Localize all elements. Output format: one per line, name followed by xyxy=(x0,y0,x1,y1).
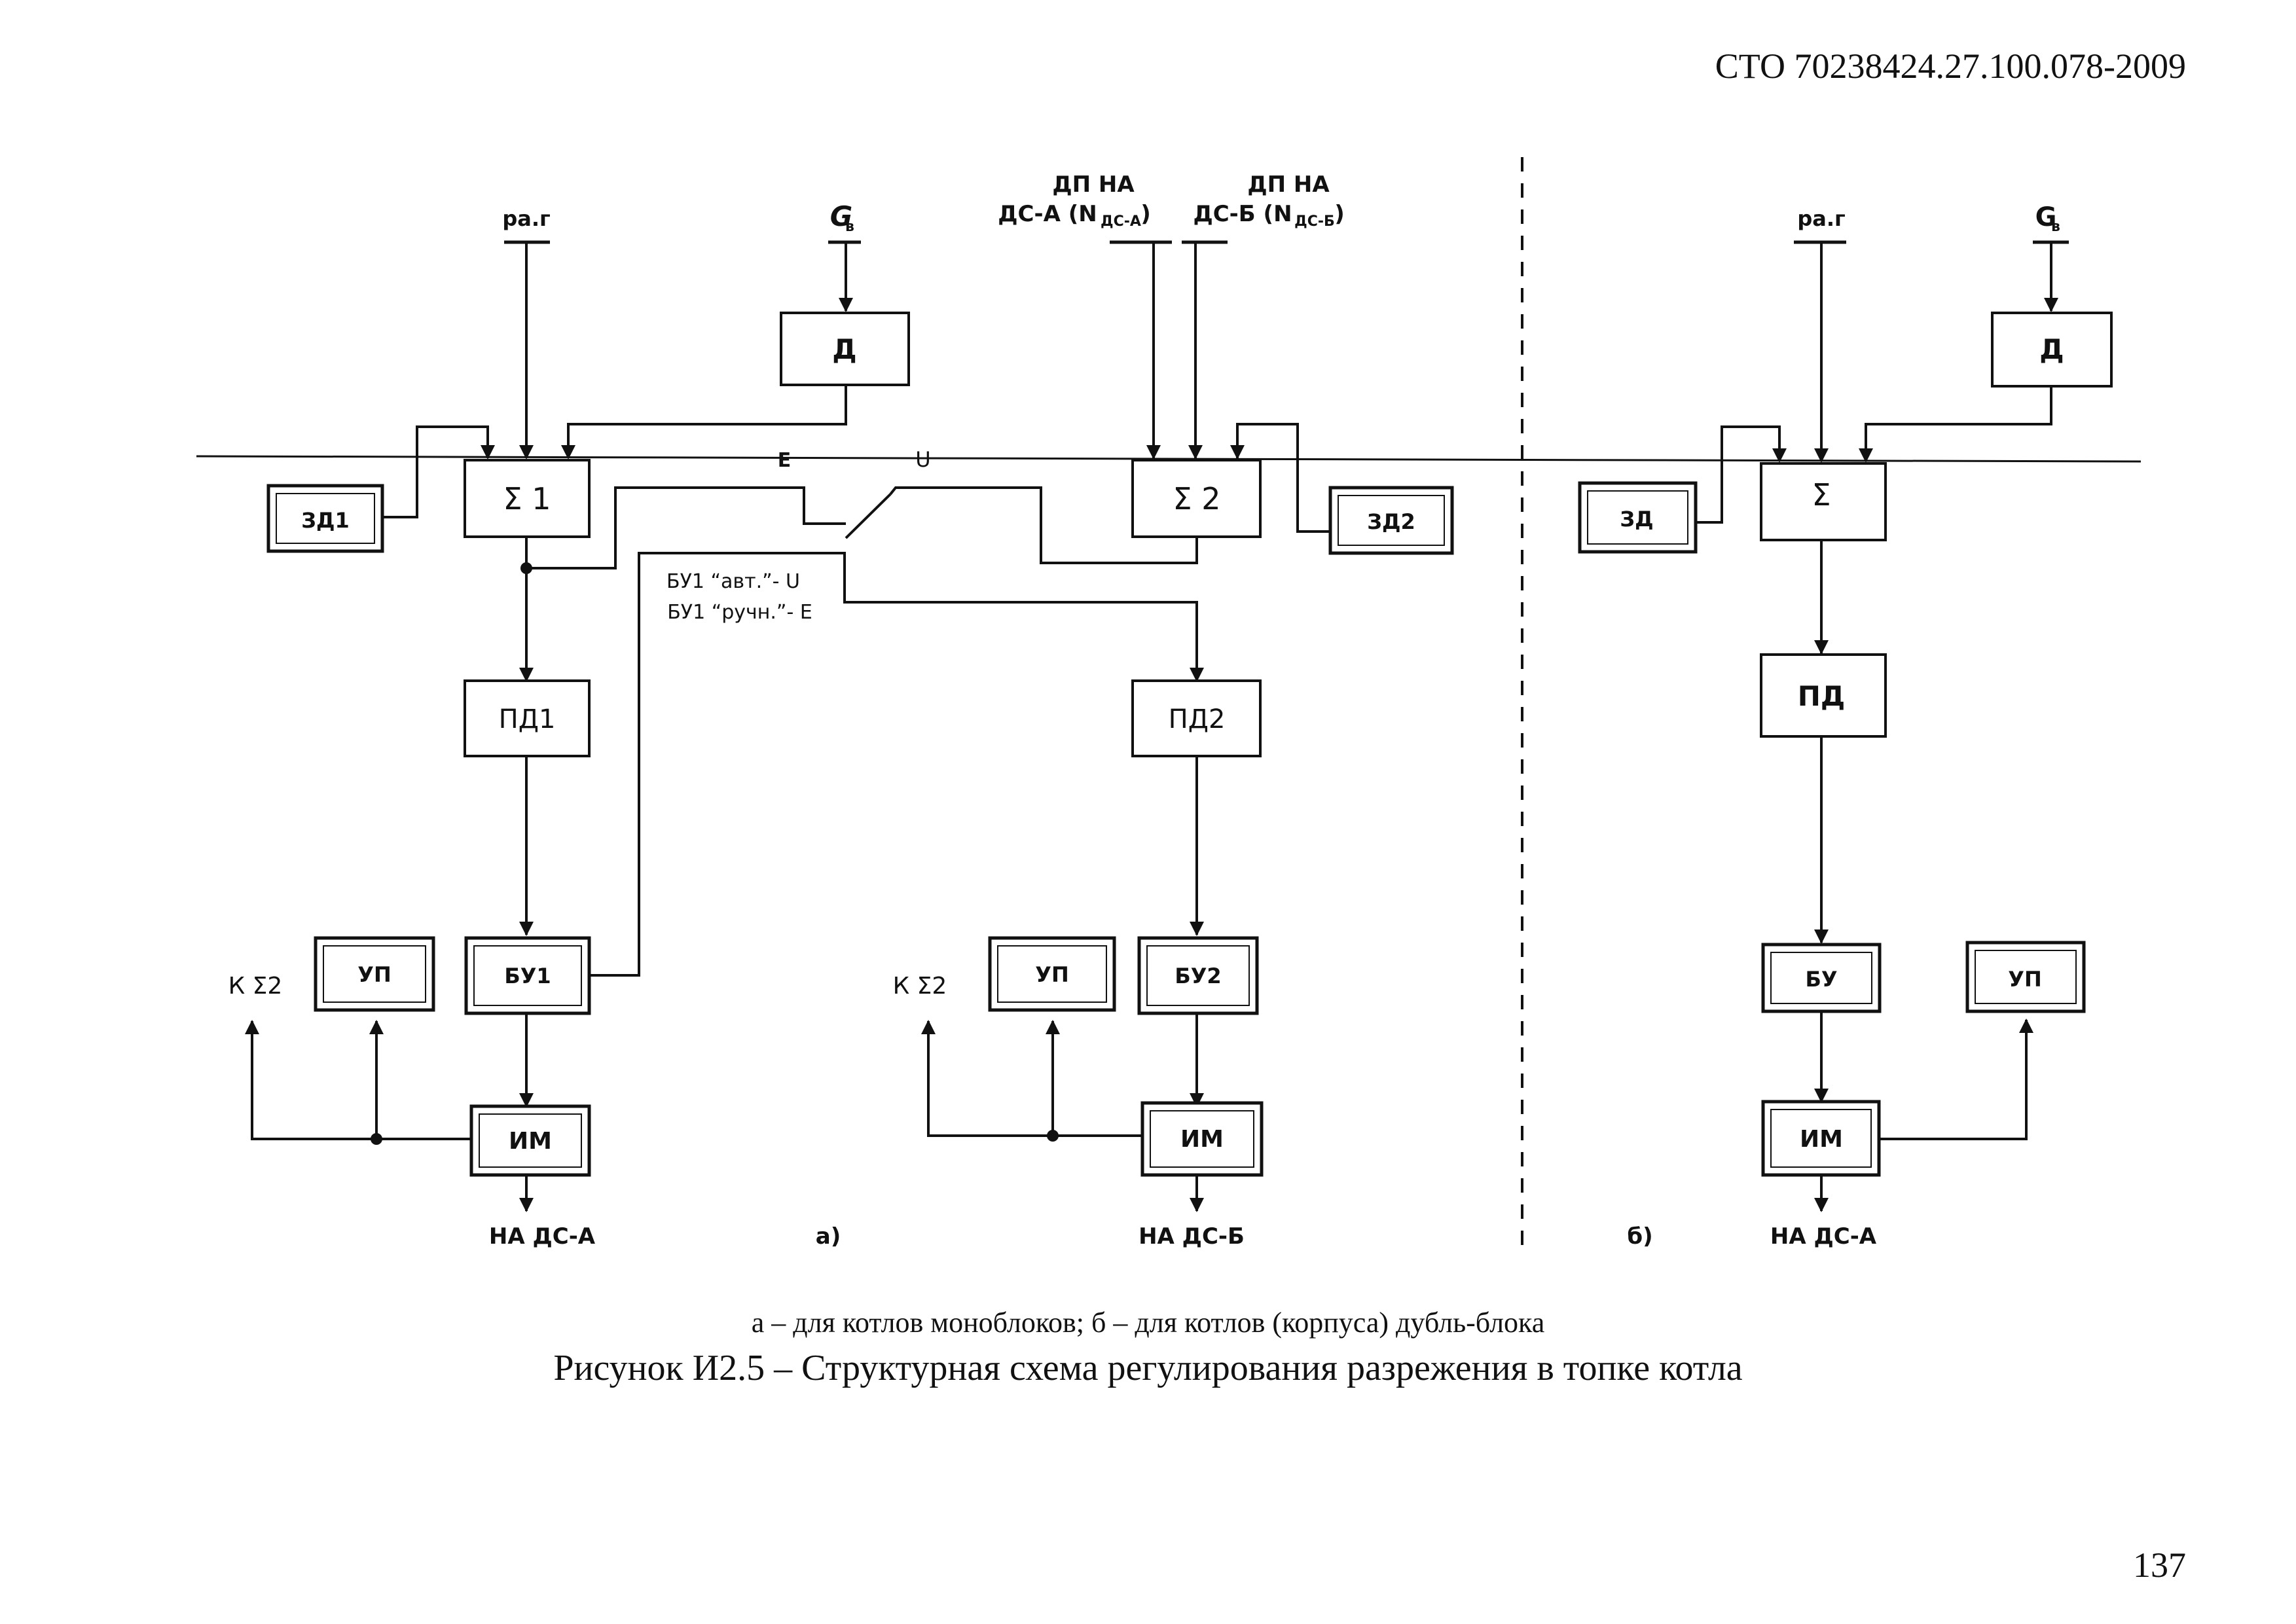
bu-block xyxy=(1761,943,1882,1013)
figure-subcaption: а – для котлов моноблоков; б – для котло… xyxy=(751,1307,1545,1339)
dp-b-line2: ДС-Б (N xyxy=(1193,201,1292,227)
zd-label: ЗД xyxy=(1620,507,1653,532)
bu1-label: БУ1 xyxy=(504,964,551,988)
up3-block xyxy=(1965,941,2086,1013)
signal-e-label: E xyxy=(778,449,792,472)
out-b-label: НА ДС-Б xyxy=(1139,1223,1245,1250)
im1-label: ИМ xyxy=(509,1128,552,1155)
pd-block xyxy=(1760,653,1887,738)
dp-a-line1: ДП НА xyxy=(1052,171,1135,198)
k-sigma2-left: К Σ2 xyxy=(228,973,283,1000)
svg-text:): ) xyxy=(1334,201,1345,227)
sum2-label: Σ 2 xyxy=(1173,481,1221,516)
im2-block xyxy=(1140,1101,1264,1177)
d1-block xyxy=(780,312,910,386)
zd1-label: ЗД1 xyxy=(301,508,350,533)
pd2-label: ПД2 xyxy=(1169,704,1226,734)
switch-manual-label: БУ1 “ручн.”- E xyxy=(667,601,812,624)
zd2-block xyxy=(1328,486,1454,555)
sum1-block xyxy=(464,459,591,538)
svg-text:в: в xyxy=(2051,219,2060,235)
sum1-label: Σ 1 xyxy=(503,481,551,516)
dp-a-sub: ДС-А xyxy=(1101,213,1141,230)
zd1-block xyxy=(266,484,384,553)
dp-b-line1: ДП НА xyxy=(1247,171,1330,198)
dp-b-sub: ДС-Б xyxy=(1294,213,1335,230)
sum2-block xyxy=(1131,459,1262,538)
svg-text:): ) xyxy=(1140,201,1151,227)
im3-label: ИМ xyxy=(1800,1126,1843,1153)
up2-block xyxy=(988,936,1116,1012)
pd2-block xyxy=(1131,679,1262,757)
figure-caption: Рисунок И2.5 – Структурная схема регулир… xyxy=(553,1348,1743,1388)
out-c-label: НА ДС-А xyxy=(1770,1223,1877,1250)
im3-block xyxy=(1761,1100,1881,1177)
svg-text:в: в xyxy=(845,219,854,235)
zd-block xyxy=(1578,481,1698,554)
page-number: 137 xyxy=(2133,1545,2186,1585)
input-g-a-label: G xyxy=(830,200,852,232)
switch-auto-label: БУ1 “авт.”- U xyxy=(666,570,800,593)
up2-label: УП xyxy=(1035,962,1068,987)
signal-u-label: U xyxy=(915,447,930,472)
d1-label: Д xyxy=(832,333,856,365)
pd-label: ПД xyxy=(1798,680,1846,712)
im1-block xyxy=(469,1104,591,1177)
zd2-label: ЗД2 xyxy=(1367,509,1415,534)
input-g-b-label: G xyxy=(2035,202,2057,232)
input-p-b-label: ра.г xyxy=(1797,206,1845,231)
bu1-block xyxy=(464,936,591,1015)
dp-a-line2: ДС-А (N xyxy=(998,201,1097,227)
up1-block xyxy=(314,936,435,1012)
bu2-label: БУ2 xyxy=(1175,964,1221,988)
up1-label: УП xyxy=(357,962,391,987)
bu-label: БУ xyxy=(1805,967,1837,992)
input-p-a-label: ра.г xyxy=(502,206,550,231)
d2-block xyxy=(1991,312,2113,388)
up3-label: УП xyxy=(2008,967,2041,992)
k-sigma2-mid: К Σ2 xyxy=(893,973,947,1000)
part-a-label: а) xyxy=(816,1223,841,1250)
d2-label: Д xyxy=(2039,333,2064,365)
sum-block xyxy=(1760,462,1887,541)
out-a-label: НА ДС-А xyxy=(489,1223,596,1250)
sum-label: Σ xyxy=(1812,477,1831,513)
document-code: СТО 70238424.27.100.078-2009 xyxy=(1715,46,2186,86)
im2-label: ИМ xyxy=(1180,1126,1224,1153)
pd1-label: ПД1 xyxy=(499,704,556,734)
part-b-label: б) xyxy=(1627,1223,1652,1250)
pd1-block xyxy=(464,679,591,757)
bu2-block xyxy=(1137,936,1259,1015)
